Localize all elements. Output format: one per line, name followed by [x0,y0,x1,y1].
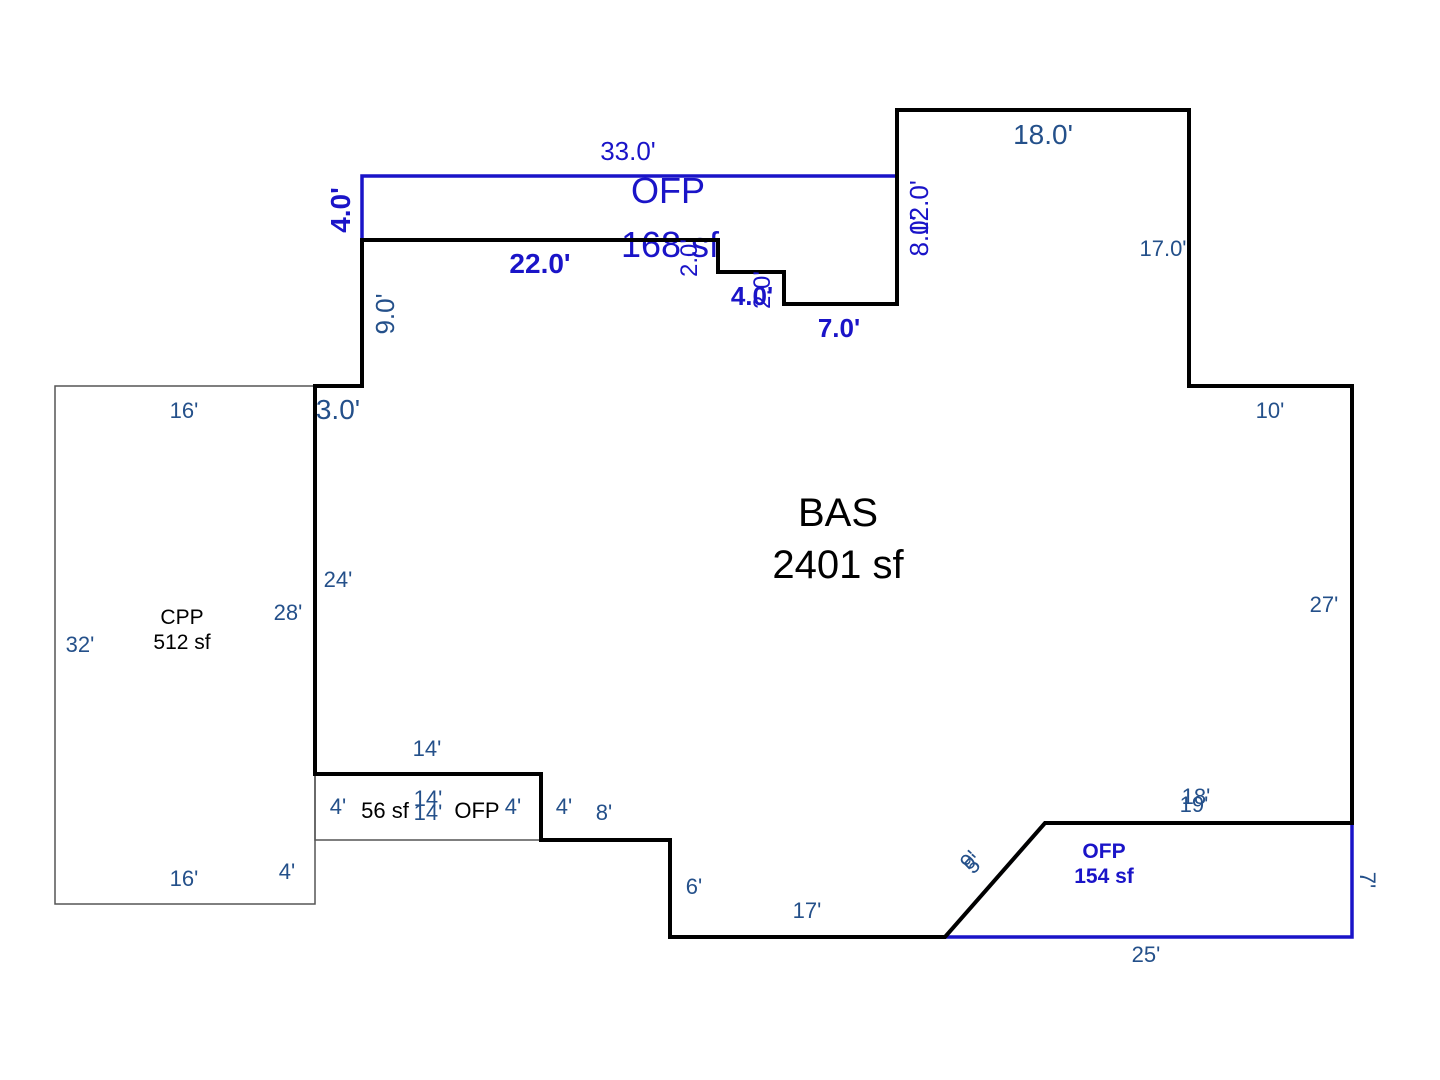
ofp-small-outline [314,774,541,841]
ofp-small-dim-inner-a: 14' [414,786,443,811]
bas-dim-left-top: 9.0' [370,293,400,334]
ofp-top-dim-right: 12.0' [904,180,934,236]
bas-dim-step-down-left: 6' [686,874,702,899]
ofp-right-code: OFP [1082,840,1125,863]
bas-dim-notch-small-a: 2.0' [676,239,703,277]
ofp-small-area: 56 sf [361,798,410,823]
ofp-right-area: 154 sf [1074,865,1135,888]
ofp-small-section: 14' 4' 56 sf 14' 14' OFP 4' [314,736,541,841]
bas-dim-left-lower: 24' [324,567,353,592]
cpp-dim-right-lower: 4' [279,859,295,884]
ofp-right-dim-bottom: 25' [1132,942,1161,967]
bas-dim-notch-small-b: 4.0' [731,281,773,311]
ofp-small-dim-top: 14' [413,736,442,761]
cpp-dim-right: 28' [274,600,303,625]
bas-dim-step-down-right: 8' [596,800,612,825]
cpp-area: 512 sf [153,631,210,654]
bas-area: 2401 sf [772,543,904,587]
ofp-right-dim-top-b: 19' [1180,792,1209,817]
cpp-section: CPP 512 sf 16' 16' 32' 28' 4' [54,385,316,905]
bas-dim-top-right: 18.0' [1013,119,1073,150]
ofp-small-code: OFP [454,798,499,823]
ofp-top-code: OFP [631,170,705,211]
ofp-right-dim-top-a: 18' [1182,784,1211,809]
bas-dim-right-upper: 17.0' [1139,236,1186,261]
ofp-small-dim-inner-b: 14' [414,800,443,825]
bas-dim-step-right: 10' [1256,398,1285,423]
bas-section: BAS 2401 sf 18.0' 17.0' 10' 27' 17' 6' 8… [313,108,1354,939]
bas-dim-notch-bottom: 7.0' [818,313,860,343]
ofp-small-dim-left: 4' [330,794,346,819]
ofp-right-section: OFP 154 sf 18' 19' 7' 25' 9' 5' [941,784,1380,967]
bas-dim-notch-small-c: 2.0' [749,271,776,309]
ofp-small-dim-right: 4' [505,794,521,819]
bas-dim-notch-right: 8.0' [904,215,934,256]
cpp-code: CPP [160,606,203,629]
bas-dim-step-left-notch: 4' [556,794,572,819]
ofp-top-section: 33.0' OFP 168 sf 4.0' 12.0' [325,136,934,306]
ofp-right-outline [941,821,1354,939]
ofp-right-dim-right: 7' [1355,872,1380,888]
bas-dim-bottom-middle: 17' [793,898,822,923]
cpp-dim-top: 16' [170,398,199,423]
bas-code: BAS [798,491,878,535]
ofp-top-outline [360,174,897,240]
bas-dim-notch-top: 22.0' [509,248,570,279]
ofp-top-dim-top: 33.0' [600,136,656,166]
bas-dim-left-step: 3.0' [316,394,360,425]
cpp-dim-left: 32' [66,632,95,657]
ofp-top-dim-left: 4.0' [325,187,356,233]
bas-outline [313,108,1354,939]
cpp-dim-bottom: 16' [170,866,199,891]
ofp-top-area: 168 sf [621,224,720,265]
bas-dim-right-lower: 27' [1310,592,1339,617]
